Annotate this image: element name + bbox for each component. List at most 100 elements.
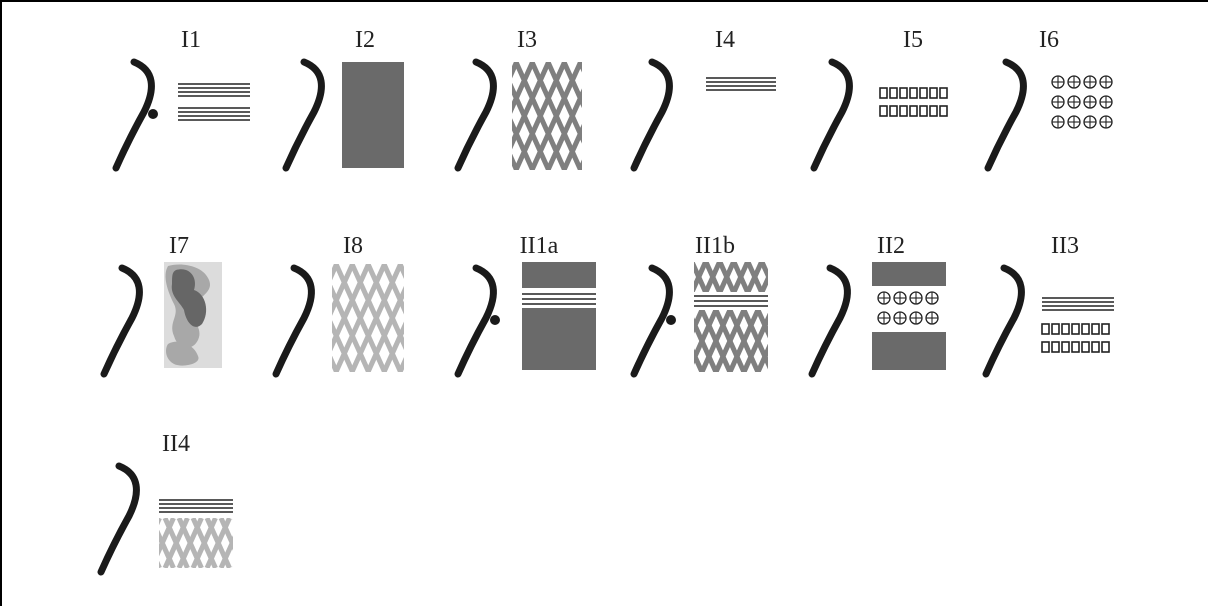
square-mark bbox=[1051, 341, 1060, 353]
vessel-profile bbox=[272, 264, 315, 378]
middle-lines bbox=[694, 295, 768, 307]
hatch-line bbox=[561, 62, 582, 109]
hatch-line bbox=[694, 348, 705, 372]
type-label: I6 bbox=[1039, 27, 1059, 53]
vessel-profile bbox=[454, 264, 497, 378]
hatch-line bbox=[365, 285, 404, 372]
square-mark bbox=[1041, 341, 1050, 353]
square-mark bbox=[879, 87, 888, 99]
type-panel-ii1a: II1a bbox=[452, 232, 642, 392]
hatch-line bbox=[713, 310, 747, 372]
type-drawing bbox=[270, 264, 404, 378]
vessel-profile bbox=[982, 264, 1025, 378]
parallel-lines bbox=[706, 77, 776, 91]
hatch-line bbox=[755, 310, 768, 339]
square-mark bbox=[939, 87, 948, 99]
vessel-profile bbox=[454, 58, 497, 172]
parallel-lines bbox=[1042, 297, 1114, 311]
square-rows bbox=[1041, 323, 1110, 353]
hatch-line bbox=[699, 310, 733, 372]
hatch-line bbox=[452, 62, 453, 170]
type-label: II1a bbox=[519, 233, 559, 259]
middle-lines bbox=[522, 293, 596, 305]
type-drawing bbox=[454, 262, 596, 378]
hatch-line bbox=[277, 518, 285, 568]
square-mark bbox=[899, 87, 908, 99]
type-drawing bbox=[630, 58, 776, 172]
vessel-profile bbox=[112, 58, 155, 172]
vessel-profile bbox=[100, 264, 143, 378]
hatch-line bbox=[381, 321, 404, 372]
type-label: I8 bbox=[343, 233, 363, 259]
type-label: I1 bbox=[181, 27, 201, 53]
hatch-line bbox=[759, 262, 768, 282]
type-panel-i2: I2 bbox=[280, 26, 470, 186]
upper-solid bbox=[522, 262, 596, 288]
hatch-line bbox=[727, 310, 761, 372]
hatch-line bbox=[678, 262, 692, 292]
circled-plus-grid bbox=[1051, 75, 1113, 129]
square-mark bbox=[1081, 323, 1090, 335]
square-mark bbox=[1071, 323, 1080, 335]
vessel-profile bbox=[630, 58, 673, 172]
upper-lines bbox=[178, 83, 250, 97]
hatch-line bbox=[776, 262, 790, 292]
hatch-line bbox=[270, 264, 273, 372]
type-panel-i1: I1 bbox=[110, 26, 300, 186]
lower-solid bbox=[872, 332, 946, 370]
type-drawing bbox=[808, 262, 946, 378]
square-mark bbox=[939, 105, 948, 117]
blotch-dark bbox=[171, 269, 207, 327]
hatch-line bbox=[397, 264, 404, 279]
lower-lines bbox=[178, 107, 250, 121]
type-label: II2 bbox=[877, 233, 905, 259]
square-mark bbox=[1101, 323, 1110, 335]
square-rows bbox=[879, 87, 948, 117]
hatch-line bbox=[218, 535, 233, 568]
type-label: I3 bbox=[517, 27, 537, 53]
hatch-line bbox=[745, 262, 764, 292]
hatch-line bbox=[776, 262, 790, 292]
profile-lug bbox=[490, 315, 500, 325]
profile-lug bbox=[666, 315, 676, 325]
square-mark bbox=[1061, 341, 1070, 353]
hatch-line bbox=[249, 518, 272, 568]
type-panel-ii2: II2 bbox=[806, 232, 996, 392]
hatch-line bbox=[703, 262, 722, 292]
hatch-line bbox=[772, 310, 800, 372]
square-mark bbox=[929, 87, 938, 99]
type-panel-ii4: II4 bbox=[95, 430, 285, 590]
type-panel-i8: I8 bbox=[270, 232, 460, 392]
hatch-line bbox=[755, 343, 768, 372]
hatch-line bbox=[272, 264, 321, 372]
hatch-line bbox=[159, 560, 162, 568]
square-mark bbox=[1101, 341, 1110, 353]
vessel-profile bbox=[630, 264, 673, 378]
hatch-line bbox=[741, 312, 768, 372]
type-drawing bbox=[810, 58, 948, 172]
lower-hatch bbox=[694, 310, 800, 372]
hatch-line bbox=[249, 518, 272, 568]
hatch-line bbox=[232, 566, 233, 568]
square-mark bbox=[899, 105, 908, 117]
hatch-line bbox=[577, 159, 582, 170]
type-panel-ii3: II3 bbox=[980, 232, 1170, 392]
hatch-line bbox=[272, 264, 321, 372]
hatch-line bbox=[263, 518, 285, 568]
type-drawing bbox=[97, 462, 285, 576]
type-panel-i5: I5 bbox=[808, 26, 998, 186]
type-label: II3 bbox=[1051, 233, 1079, 259]
profile-lug bbox=[148, 109, 158, 119]
type-drawing bbox=[112, 58, 250, 172]
type-label: II1b bbox=[695, 233, 735, 259]
type-drawing bbox=[982, 264, 1114, 378]
square-mark bbox=[929, 105, 938, 117]
square-mark bbox=[919, 105, 928, 117]
light-crosshatch bbox=[270, 264, 404, 372]
hatch-line bbox=[790, 262, 804, 292]
hatch-line bbox=[694, 262, 708, 292]
square-mark bbox=[1051, 323, 1060, 335]
hatch-line bbox=[772, 310, 800, 372]
upper-solid bbox=[872, 262, 946, 286]
